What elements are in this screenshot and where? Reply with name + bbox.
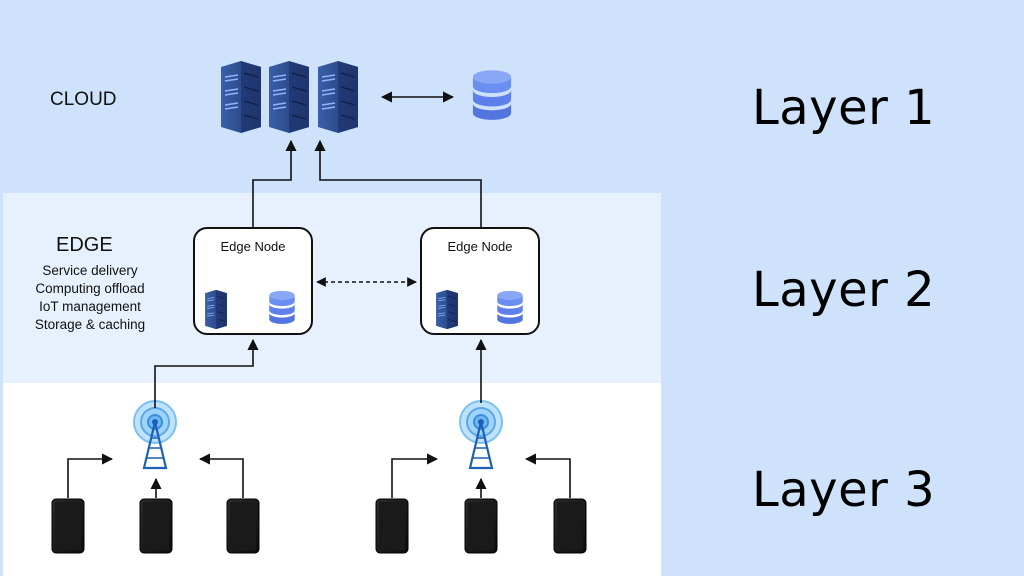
server-icon [435,289,459,330]
antenna-tower-icon [458,400,504,470]
database-icon [472,70,512,120]
device-to-tower-arrow [198,453,244,498]
edge-title: EDGE [56,234,113,256]
edge-role-item: IoT management [39,299,141,314]
antenna-tower-icon [132,400,178,470]
server-icon [317,60,359,134]
device-to-tower-arrow [391,453,439,498]
mobile-device-icon [375,498,409,554]
device-to-tower-arrow [524,453,571,498]
edge-to-cloud-arrow [252,139,297,227]
database-icon [269,290,295,324]
edge-node-label: Edge Node [447,239,513,254]
edge-roles-list: Service delivery Computing offload IoT m… [20,262,160,334]
mobile-device-icon [139,498,173,554]
mobile-device-icon [226,498,260,554]
layer-1-label: Layer 1 [752,80,936,136]
edge-layer-band [3,193,661,383]
cloud-title: CLOUD [50,89,117,110]
layer-2-label: Layer 2 [752,262,936,318]
edge-node-label: Edge Node [220,239,286,254]
server-icon [220,60,262,134]
device-layer-band [3,383,661,576]
mobile-device-icon [553,498,587,554]
device-to-tower-arrow [67,453,114,498]
mobile-device-icon [464,498,498,554]
server-icon [204,289,228,330]
edge-role-item: Storage & caching [34,317,146,332]
edge-role-item: Computing offload [35,281,145,296]
server-icon [268,60,310,134]
tower-to-edge-arrow [154,338,259,408]
layer-label-panel [662,0,1024,576]
layer-3-label: Layer 3 [752,462,936,518]
edge-to-cloud-arrow [314,139,482,227]
edge-role-item: Service delivery [42,263,138,278]
database-icon [497,290,523,324]
mobile-device-icon [51,498,85,554]
